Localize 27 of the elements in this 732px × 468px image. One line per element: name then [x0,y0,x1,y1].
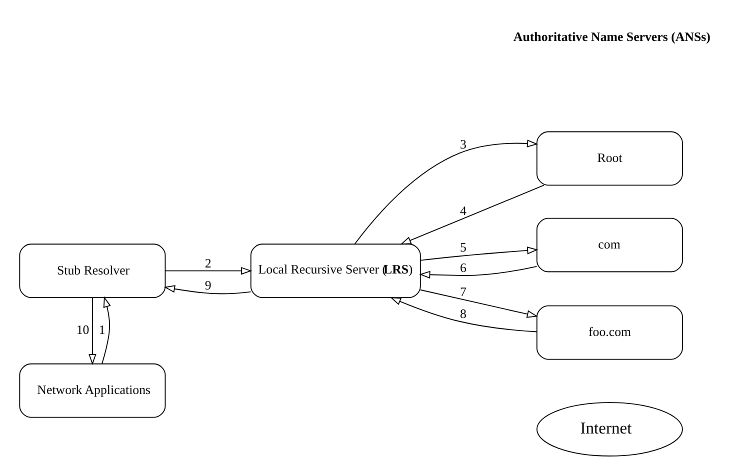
node-box: Stub Resolver [18,244,166,298]
arrow [420,289,538,318]
arrow [354,140,538,244]
node-box: Network Applications [18,363,166,418]
edge-label: 1 [98,323,105,338]
arrow [101,296,110,364]
arrow [164,266,252,275]
edge-label: 6 [460,260,466,275]
edge-label: 8 [460,307,466,322]
node-ellipse: Internet [536,402,682,456]
edge-label: 3 [460,138,466,152]
label: Authoritative Name Servers (ANSs) [512,30,710,44]
edge-label: 9 [204,278,211,292]
edge-label: 10 [76,323,89,338]
arrow [400,184,544,245]
arrow [163,285,251,294]
edge-label: 2 [204,256,211,270]
arrow [389,297,537,332]
node-box: foo.com [536,305,682,360]
arrow [420,246,538,261]
edge-label: 7 [460,284,466,299]
arrow [418,266,537,279]
node-box: com [536,218,682,272]
arrow [88,297,96,366]
node-box: Root [536,131,682,186]
edge-label: 4 [460,204,466,218]
edge-label: 5 [460,240,466,255]
